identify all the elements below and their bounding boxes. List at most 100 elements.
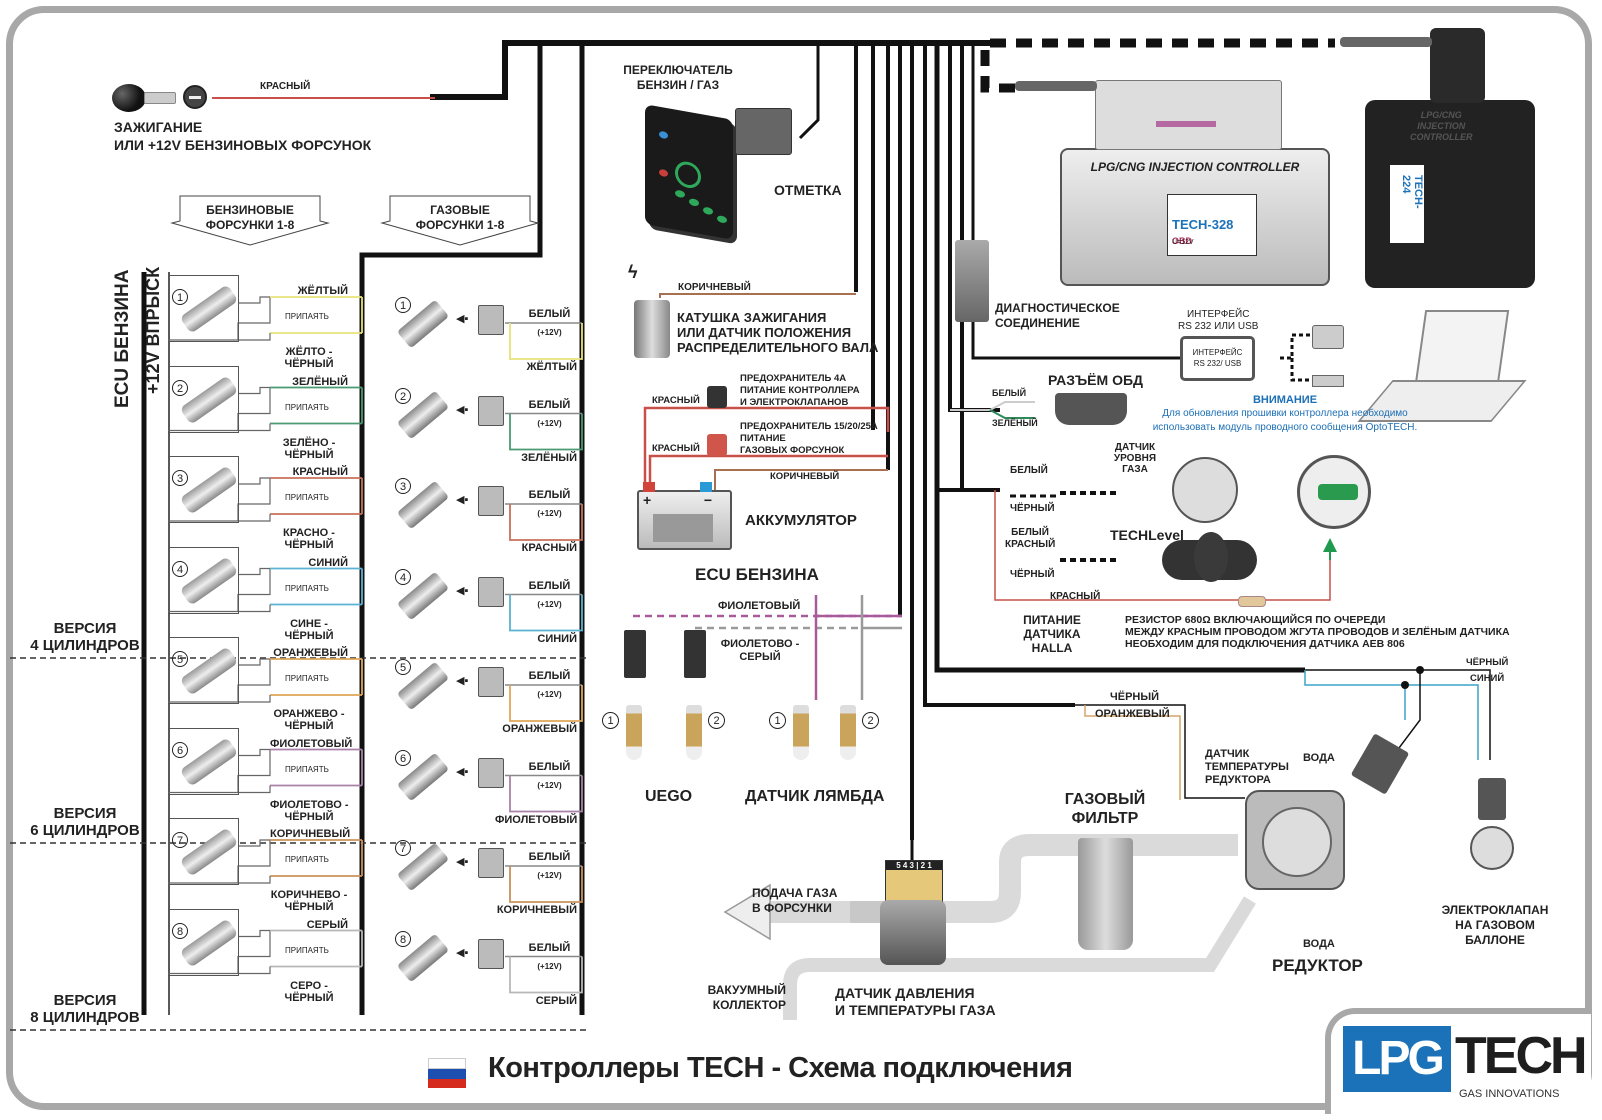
ignition-label-2: ИЛИ +12V БЕНЗИНОВЫХ ФОРСУНОК [114, 137, 372, 153]
petrol-injector-4 [168, 546, 239, 614]
plus12-label: (+12V) [537, 961, 562, 971]
gas-injector-number: 8 [395, 930, 411, 947]
reducer-icon [1245, 790, 1345, 890]
resistor-icon [1238, 596, 1266, 607]
fuse1-wire-label: КРАСНЫЙ [652, 395, 700, 406]
level-wire-black: ЧЁРНЫЙ [1010, 503, 1055, 514]
petrol-gas-switch[interactable] [645, 104, 733, 240]
tank-valve-icon [1478, 778, 1506, 820]
petrol-injector-number: 4 [172, 560, 188, 577]
led-blue-icon [659, 130, 668, 140]
gas-level-sensor-icon [1172, 457, 1238, 523]
petrol-wire-label: ЗЕЛЁНЫЙ [292, 375, 348, 388]
injector-wire [509, 504, 583, 541]
gas-wire-white-label: БЕЛЫЙ [528, 670, 571, 682]
petrol-wire-black-label: КОРИЧНЕВО - [270, 889, 348, 901]
solder-label: ПРИПАЯТЬ [285, 945, 329, 955]
valve-wire-blue: СИНИЙ [1470, 673, 1505, 684]
coil-wire-label: КОРИЧНЕВЫЙ [678, 282, 751, 293]
gas-injector-number: 3 [395, 478, 411, 494]
map-sensor-icon [880, 900, 946, 965]
lambda-sensor-number: 1 [602, 712, 619, 729]
gas-gauge-icon [1297, 455, 1371, 529]
petrol-wire-black-label-2: ЧЁРНЫЙ [284, 629, 334, 642]
injector-wire [237, 567, 271, 612]
plug-arrow-icon: ◀▪ [456, 765, 469, 778]
gas-wire-label: ОРАНЖЕВЫЙ [502, 723, 577, 735]
petrol-wire-label: СИНИЙ [308, 556, 348, 569]
injector-wire [237, 386, 271, 431]
solder-label: ПРИПАЯТЬ [285, 493, 329, 502]
injector-wire [509, 866, 583, 903]
gas-wire-white-label: БЕЛЫЙ [528, 579, 571, 592]
gas-wire-label: ФИОЛЕТОВЫЙ [495, 813, 578, 826]
obd-label: РАЗЪЁМ ОБД [1048, 372, 1144, 388]
petrol-injector-1 [168, 275, 239, 342]
gas-wire-label: СЕРЫЙ [535, 994, 577, 1007]
plug-arrow-icon: ◀▪ [456, 403, 469, 416]
lambda-ecu-label: ECU БЕНЗИНА [695, 565, 819, 584]
petrol-wire-black-label-2: ЧЁРНЫЙ [284, 991, 334, 1004]
injector-wire [168, 514, 271, 522]
injector-wire [237, 839, 271, 883]
ecu-petrol-vertical-label: ECU БЕНЗИНА [112, 269, 133, 408]
petrol-wire-black-label: СИНЕ - [290, 617, 328, 630]
petrol-injector-number: 1 [172, 289, 188, 305]
fuse-4a-icon [707, 386, 727, 408]
injector-wire [168, 604, 271, 613]
gas-wire-white-label: БЕЛЫЙ [528, 851, 571, 863]
tech328-controller: LPG/CNG INJECTION CONTROLLER TECH-328 OB… [1060, 148, 1330, 286]
obd-port-icon[interactable] [1055, 393, 1127, 425]
plug-arrow-icon: ◀▪ [456, 856, 469, 868]
plug-arrow-icon: ◀▪ [456, 946, 469, 959]
map-sensor-pins: 5 4 3 | 2 1 [886, 861, 942, 870]
plug-arrow-icon: ◀▪ [456, 584, 469, 597]
injector-wire [168, 876, 271, 884]
solder-label: ПРИПАЯТЬ [285, 583, 329, 593]
petrol-injector-number: 2 [172, 379, 188, 396]
injector-wire [168, 695, 271, 703]
gas-injector-number: 5 [395, 659, 411, 675]
petrol-wire-black-label: ОРАНЖЕВО - [273, 708, 345, 720]
injector-wire [509, 413, 583, 451]
injector-wire [168, 423, 271, 432]
petrol-wire-label: СЕРЫЙ [306, 918, 348, 931]
petrol-wire-label: ЖЁЛТЫЙ [297, 285, 348, 297]
tech328-suffix: OBD [1172, 236, 1192, 246]
petrol-injector-number: 8 [172, 922, 188, 939]
uego-label: UEGO [645, 788, 693, 805]
petrol-wire-black-label-2: ЧЁРНЫЙ [284, 539, 334, 551]
injector-wire [168, 966, 271, 975]
uego-connector-icon [684, 630, 706, 678]
obd-wire-white: БЕЛЫЙ [992, 388, 1027, 398]
petrol-injector-number: 3 [172, 470, 188, 486]
petrol-wire-black-label: ЖЁЛТО - [285, 346, 333, 358]
gas-injector-number: 7 [395, 840, 411, 856]
plus12-injection-vertical-label: +12V ВПРЫСК [143, 266, 163, 394]
water-top-label: ВОДА [1303, 752, 1335, 764]
lambda-wire1-label: ФИОЛЕТОВЫЙ [718, 600, 801, 612]
battery-label: АККУМУЛЯТОР [745, 512, 857, 529]
injector-wire [237, 296, 271, 340]
power-button-icon[interactable] [675, 159, 701, 191]
petrol-wire-black-label-2: ЧЁРНЫЙ [284, 720, 334, 732]
gas-injector-plug-icon [478, 395, 504, 426]
battery-plus: + [643, 492, 652, 508]
diagnostic-connector-icon [955, 240, 989, 322]
injector-wire [509, 323, 583, 360]
spark-icon: ϟ [628, 262, 638, 282]
gas-injector-plug-icon [478, 486, 504, 516]
injector-wire [509, 956, 583, 994]
lambda-sensor-label: ДАТЧИК ЛЯМБДА [745, 788, 885, 805]
page-title: Контроллеры TECH - Схема подключения [488, 1052, 1073, 1084]
obd-wire-green: ЗЕЛЁНЫЙ [992, 418, 1038, 428]
lambda-sensor-icon [840, 705, 856, 760]
